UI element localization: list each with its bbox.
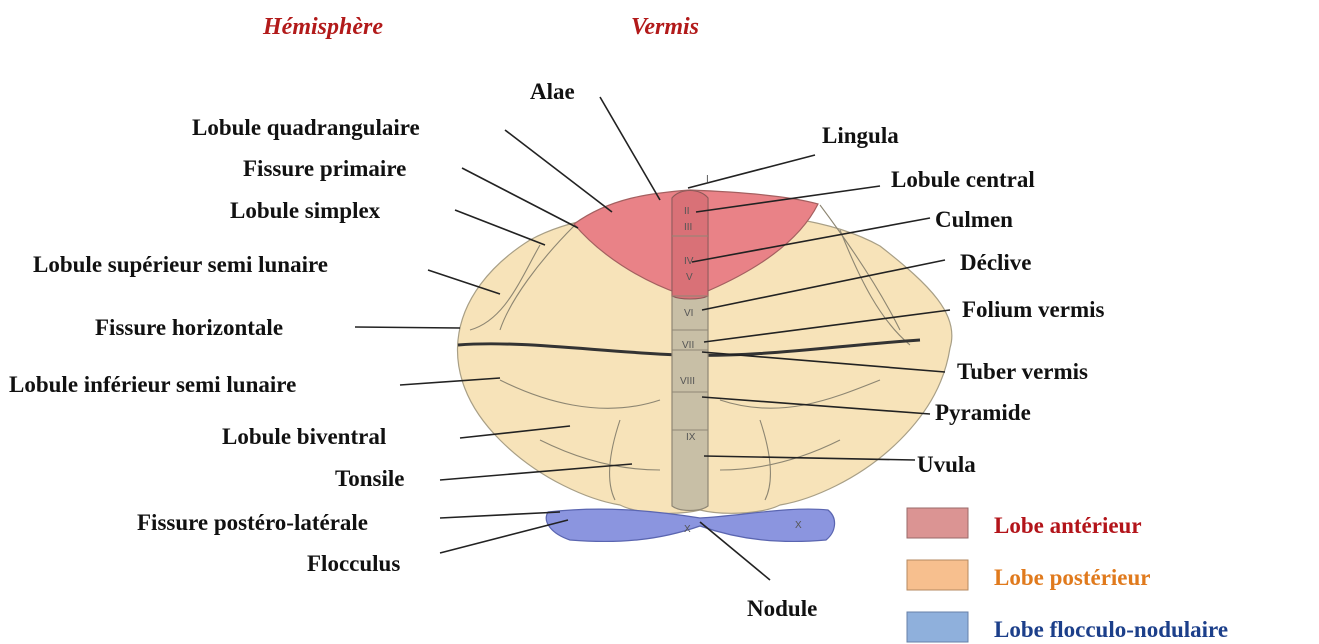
legend-swatch-anterior	[907, 508, 968, 538]
numeral-v: V	[686, 272, 693, 283]
label-fissure-postero-laterale: Fissure postéro-latérale	[137, 510, 368, 535]
label-lobule-central: Lobule central	[891, 167, 1035, 192]
label-uvula: Uvula	[917, 452, 976, 477]
label-fissure-horizontale: Fissure horizontale	[95, 315, 283, 340]
label-flocculus: Flocculus	[307, 551, 400, 576]
numeral-x-right: X	[795, 520, 802, 531]
legend-label-anterior: Lobe antérieur	[994, 513, 1142, 538]
legend-swatch-flocculonodular	[907, 612, 968, 642]
label-alae: Alae	[530, 79, 575, 104]
numeral-vi: VI	[684, 308, 693, 319]
label-lobule-simplex: Lobule simplex	[230, 198, 381, 223]
label-pyramide: Pyramide	[935, 400, 1031, 425]
numeral-x-center: X	[684, 524, 691, 535]
numeral-ii: II	[684, 206, 690, 217]
label-declive: Déclive	[960, 250, 1032, 275]
label-tuber-vermis: Tuber vermis	[957, 359, 1088, 384]
label-nodule: Nodule	[747, 596, 817, 621]
label-fissure-primaire: Fissure primaire	[243, 156, 406, 181]
label-folium-vermis: Folium vermis	[962, 297, 1104, 322]
numeral-ix: IX	[686, 432, 696, 443]
numeral-viii: VIII	[680, 376, 695, 387]
legend-label-posterior: Lobe postérieur	[994, 565, 1151, 590]
legend-label-flocculonodular: Lobe flocculo-nodulaire	[994, 617, 1228, 642]
label-lobule-inferieur: Lobule inférieur semi lunaire	[9, 372, 296, 397]
legend-swatch-posterior	[907, 560, 968, 590]
label-lobule-superieur: Lobule supérieur semi lunaire	[33, 252, 328, 277]
label-lobule-quadrangulaire: Lobule quadrangulaire	[192, 115, 420, 140]
label-lingula: Lingula	[822, 123, 899, 148]
label-culmen: Culmen	[935, 207, 1013, 232]
numeral-vii: VII	[682, 340, 694, 351]
legend: Lobe antérieur Lobe postérieur Lobe floc…	[907, 508, 1228, 642]
numeral-iii: III	[684, 222, 692, 233]
label-lobule-biventral: Lobule biventral	[222, 424, 386, 449]
label-tonsile: Tonsile	[335, 466, 404, 491]
